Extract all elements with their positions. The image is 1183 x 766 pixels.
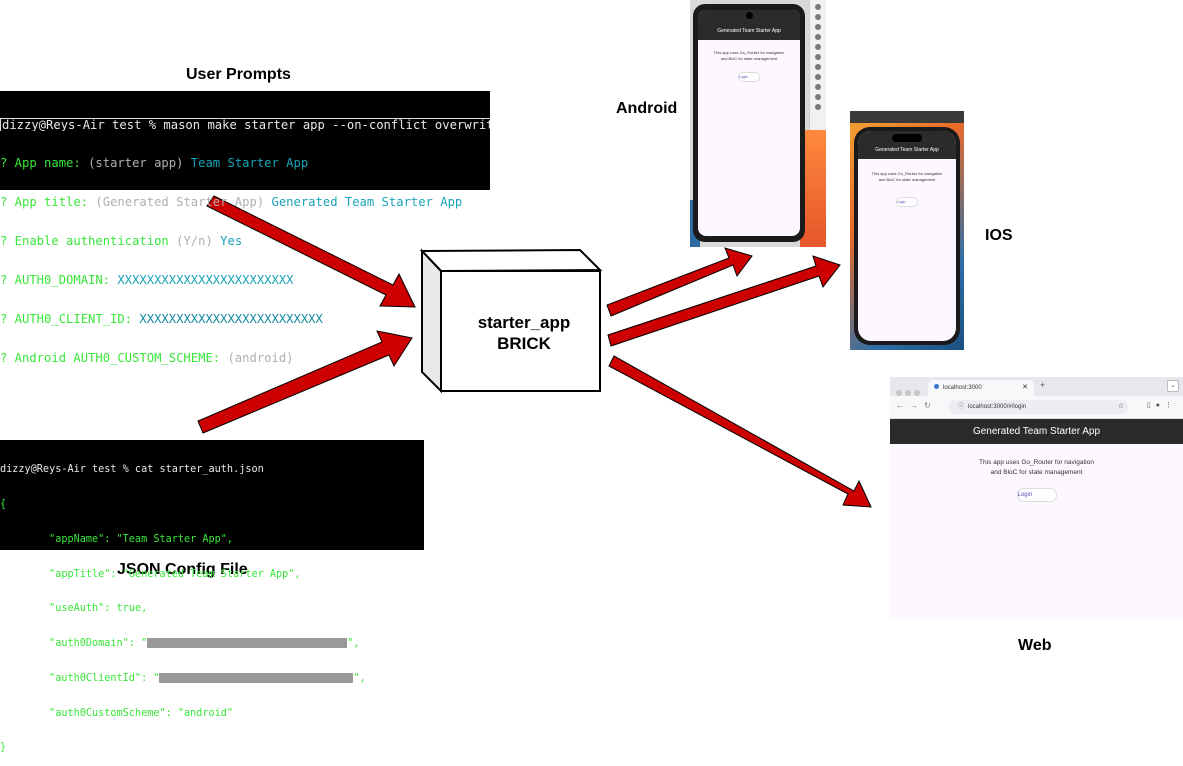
login-button[interactable]: Login bbox=[896, 197, 918, 207]
terminal-command: dizzy@Reys-Air test % cat starter_auth.j… bbox=[0, 464, 264, 476]
android-screenshot: Generated Team Starter App This app uses… bbox=[690, 0, 826, 247]
prompt-line: ? App title: (Generated Starter App) Gen… bbox=[0, 196, 463, 209]
ios-label: IOS bbox=[985, 227, 1013, 244]
json-line: { bbox=[0, 498, 7, 510]
toolbar-icons[interactable]: ▯●⋮ bbox=[1146, 402, 1177, 409]
ios-phone: Generated Team Starter App This app uses… bbox=[854, 127, 960, 345]
browser-tab[interactable]: localhost:3000 ✕ bbox=[928, 380, 1034, 396]
info-icon: ⓘ bbox=[958, 404, 965, 410]
arrow-prompts-to-brick bbox=[206, 195, 416, 308]
ios-screenshot: Generated Team Starter App This app uses… bbox=[850, 111, 964, 350]
camera-icon bbox=[746, 12, 753, 19]
brick-cube bbox=[419, 248, 603, 394]
user-prompts-label: User Prompts bbox=[186, 66, 291, 83]
arrow-brick-to-web bbox=[608, 355, 872, 508]
prompt-line: ? Android AUTH0_CUSTOM_SCHEME: (android) bbox=[0, 352, 294, 365]
json-line: "appName": "Team Starter App", bbox=[0, 533, 234, 545]
simulator-titlebar bbox=[850, 111, 964, 123]
json-config-terminal: dizzy@Reys-Air test % cat starter_auth.j… bbox=[0, 440, 424, 753]
app-description: This app uses Go_Router for navigation a… bbox=[979, 459, 1094, 476]
chevron-down-icon[interactable]: ⌄ bbox=[1167, 380, 1179, 392]
app-description: This app uses Go_Router for navigation a… bbox=[713, 50, 785, 61]
close-tab-icon[interactable]: ✕ bbox=[1022, 384, 1028, 391]
json-config-label: JSON Config File bbox=[117, 561, 248, 578]
arrow-brick-to-android bbox=[606, 247, 753, 317]
new-tab-icon[interactable]: + bbox=[1040, 380, 1046, 390]
login-button[interactable]: Login bbox=[738, 72, 760, 82]
json-line: "useAuth": true, bbox=[0, 603, 148, 615]
app-title: Generated Team Starter App bbox=[698, 22, 800, 40]
json-line: "appTitle": "Generated Team Starter App"… bbox=[0, 568, 301, 580]
login-button[interactable]: Login bbox=[1016, 488, 1057, 502]
bookmark-star-icon[interactable]: ☆ bbox=[1117, 403, 1124, 410]
redacted-value bbox=[159, 672, 354, 683]
app-description: This app uses Go_Router for navigation a… bbox=[871, 171, 943, 182]
json-line: "auth0ClientId": "", bbox=[0, 672, 366, 684]
web-label: Web bbox=[1018, 637, 1052, 654]
android-phone: Generated Team Starter App This app uses… bbox=[693, 4, 805, 242]
emulator-toolbar bbox=[809, 0, 826, 130]
arrow-json-to-brick bbox=[197, 330, 413, 434]
browser-tabbar: localhost:3000 ✕ + ⌄ bbox=[890, 377, 1183, 396]
terminal-command: dizzy@Reys-Air test % mason make starter… bbox=[0, 118, 490, 131]
json-line: "auth0Domain": "", bbox=[0, 638, 360, 650]
brick-label: starter_app BRICK bbox=[474, 312, 574, 354]
prompt-line: ? Enable authentication (Y/n) Yes bbox=[0, 235, 243, 248]
redacted-value bbox=[147, 638, 348, 649]
brick-label-line2: BRICK bbox=[497, 334, 551, 353]
prompt-line: ? AUTH0_CLIENT_ID: XXXXXXXXXXXXXXXXXXXXX… bbox=[0, 313, 323, 326]
window-controls[interactable] bbox=[896, 383, 923, 401]
android-label: Android bbox=[616, 100, 678, 117]
dynamic-island bbox=[892, 134, 922, 142]
arrow-brick-to-ios bbox=[607, 255, 841, 347]
json-line: "auth0CustomScheme": "android" bbox=[0, 707, 234, 719]
app-title: Generated Team Starter App bbox=[890, 419, 1183, 444]
prompt-line: ? AUTH0_DOMAIN: XXXXXXXXXXXXXXXXXXXXXXXX bbox=[0, 274, 294, 287]
favicon-icon bbox=[934, 384, 939, 389]
json-line: } bbox=[0, 742, 7, 754]
prompt-line: ? App name: (starter app) Team Starter A… bbox=[0, 157, 309, 170]
user-prompts-terminal: dizzy@Reys-Air test % mason make starter… bbox=[0, 91, 490, 365]
diagram-canvas bbox=[197, 195, 872, 508]
nav-icons[interactable]: ←→↻ bbox=[896, 401, 937, 410]
brick-label-line1: starter_app bbox=[477, 313, 571, 332]
